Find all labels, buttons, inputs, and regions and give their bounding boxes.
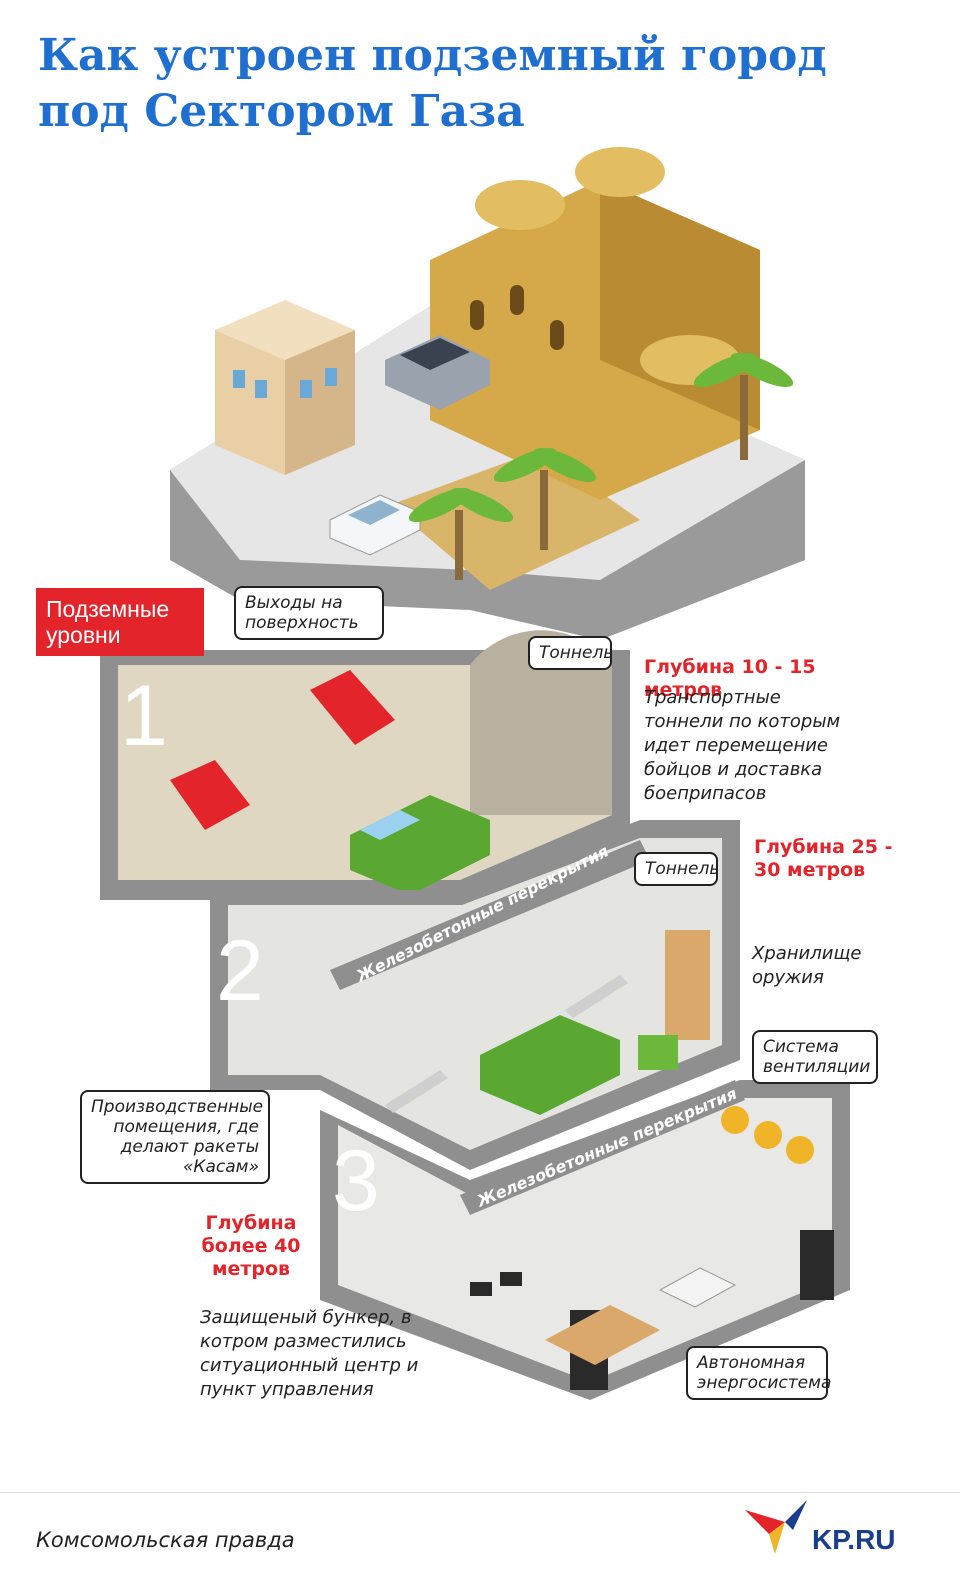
callout-power: Автономная энергосистема	[686, 1346, 831, 1400]
kp-logo-text: KP.RU	[812, 1524, 896, 1555]
truck-icon	[480, 1015, 620, 1115]
truck-icon	[350, 795, 490, 895]
level1-tunnel	[470, 630, 612, 815]
desc-level2: Хранилище оружия	[752, 943, 862, 988]
footer-source: Комсомольская правда	[36, 1528, 295, 1552]
desc-level1: Транспортные тоннели по которым идет пер…	[644, 687, 841, 804]
depth-level2: Глубина 25 - 30 метров	[754, 836, 893, 881]
monitor-icon	[470, 1272, 522, 1296]
level3-number: 3	[332, 1133, 380, 1229]
page-title: Как устроен подземный город под Сектором…	[38, 30, 827, 137]
fan-icon	[721, 1106, 814, 1164]
depth-level3: Глубина более 40 метров	[201, 1212, 301, 1280]
car-icon	[329, 494, 421, 556]
stairs-icon	[170, 670, 395, 830]
callout-tunnel-1: Тоннель	[528, 636, 613, 670]
cutaway-illustration: 1 Железобетонные перекрытия 2 Железобето…	[100, 147, 850, 1400]
kp-bird-logo-icon	[745, 1500, 807, 1554]
beam-1	[330, 840, 650, 990]
house-icon	[215, 300, 355, 475]
level2-number: 2	[216, 923, 264, 1019]
callout-production: Производственные помещения, где делают р…	[80, 1090, 270, 1184]
footer-divider	[0, 1492, 960, 1493]
beam-2	[460, 1080, 745, 1215]
level1-number: 1	[120, 668, 168, 764]
palm-tree-icon	[408, 353, 794, 580]
desk-icon	[545, 1267, 737, 1365]
depth-level1: Глубина 10 - 15 метров	[644, 656, 816, 701]
suv-icon	[385, 335, 490, 410]
callout-ventilation: Система вентиляции	[752, 1030, 878, 1084]
rocket-icon	[385, 975, 628, 1113]
underground-levels-tag: Подземные уровни	[36, 588, 204, 656]
level3-floor	[338, 1098, 832, 1382]
crates-icon	[638, 930, 710, 1070]
callout-tunnel-2: Тоннель	[634, 852, 719, 886]
callout-exits: Выходы на поверхность	[234, 586, 384, 640]
desc-level3: Защищеный бункер, в котром разместились …	[200, 1307, 419, 1400]
